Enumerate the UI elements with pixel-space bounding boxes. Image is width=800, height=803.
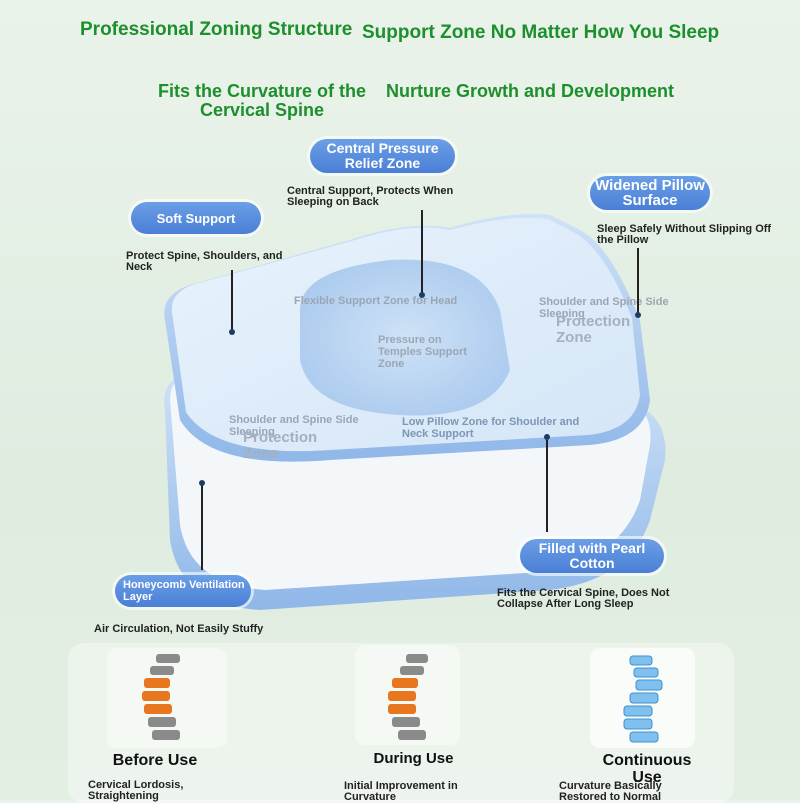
leader-pearl <box>546 440 548 532</box>
leader-dot-honeycomb <box>199 480 205 486</box>
stage-continuous-desc: Curvature Basically Restored to Normal <box>559 780 662 803</box>
callout-honeycomb-pill: Honeycomb Ventilation Layer <box>115 575 251 607</box>
stage-during-desc: Initial Improvement in Curvature <box>344 780 458 803</box>
label-shoulder-left-small: Shoulder and Spine Side Sleeping <box>229 414 359 438</box>
leader-dot-soft <box>229 329 235 335</box>
leader-central <box>421 210 423 294</box>
leader-soft <box>231 270 233 330</box>
callout-widened-pill: Widened Pillow Surface <box>590 176 710 210</box>
heading-nurture: Nurture Growth and Development <box>386 81 675 101</box>
stage-during-title: During Use <box>373 750 454 767</box>
callout-pearl-pill: Filled with Pearl Cotton <box>520 539 664 573</box>
callout-soft-note: Protect Spine, Shoulders, and Neck <box>126 250 283 273</box>
callout-central-note: Central Support, Protects When Sleeping … <box>287 185 454 208</box>
label-temples: Pressure on Temples Support Zone <box>378 334 468 370</box>
stage-before-desc: Cervical Lordosis, Straightening <box>88 779 184 802</box>
stage-before-title: Before Use <box>112 752 198 769</box>
callout-soft-pill: Soft Support <box>131 202 261 234</box>
callout-widened-note: Sleep Safely Without Slipping Off the Pi… <box>597 223 772 246</box>
callout-central-pill: Central Pressure Relief Zone <box>310 139 455 173</box>
callout-honeycomb-note: Air Circulation, Not Easily Stuffy <box>94 623 264 635</box>
label-low-pillow: Low Pillow Zone for Shoulder and Neck Su… <box>402 416 580 440</box>
label-flexible-support: Flexible Support Zone for Head <box>294 295 458 307</box>
leader-widened <box>637 248 639 314</box>
leader-honeycomb <box>201 484 203 570</box>
leader-dot-widened <box>635 312 641 318</box>
callout-pearl-note: Fits the Cervical Spine, Does Not Collap… <box>497 587 670 610</box>
spine-during-icon <box>388 654 428 740</box>
label-shoulder-left-big: Protection Zone <box>243 429 318 462</box>
leader-dot-central <box>419 292 425 298</box>
pillow-illustration <box>164 213 666 610</box>
spine-before-icon <box>142 654 180 740</box>
label-shoulder-right-small: Shoulder and Spine Side Sleeping <box>539 296 669 320</box>
heading-zoning: Professional Zoning Structure <box>80 19 353 40</box>
pillow-center-zone <box>300 259 510 416</box>
stage-continuous-title: Continuous Use <box>602 752 692 786</box>
label-shoulder-right-big: Protection Zone <box>556 313 631 346</box>
heading-cervical: Fits the Curvature of the Cervical Spine <box>157 81 367 120</box>
spine-continuous-icon <box>623 655 663 743</box>
leader-dot-pearl <box>544 434 550 440</box>
heading-support-zone: Support Zone No Matter How You Sleep <box>362 22 720 43</box>
